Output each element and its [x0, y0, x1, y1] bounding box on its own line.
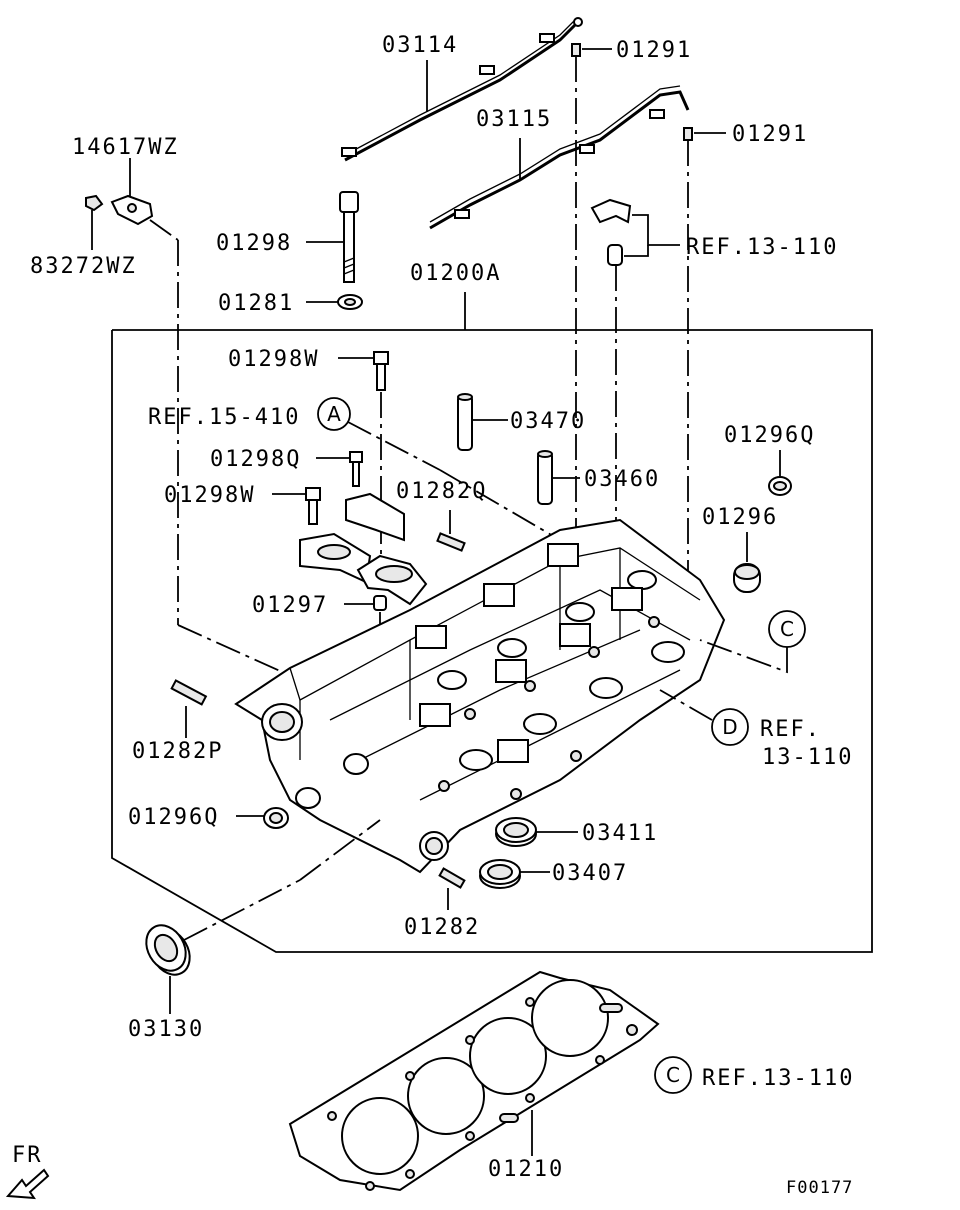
callout-03460: 03460	[584, 467, 660, 492]
sensor-14617wz	[110, 158, 301, 681]
callout-14617wz: 14617WZ	[72, 135, 179, 160]
bolt-01298w-b	[272, 487, 321, 525]
washer-01281	[306, 294, 363, 310]
oil-seal-03130	[145, 819, 381, 1014]
marker-c-bottom-letter: C	[666, 1063, 680, 1087]
bolt-01298w-a	[338, 351, 389, 560]
callout-03130: 03130	[128, 1017, 204, 1042]
marker-d	[659, 689, 749, 746]
stud-01282	[438, 867, 466, 910]
ref-13-110-d-line2: 13-110	[762, 745, 853, 770]
callout-01296q-a: 01296Q	[724, 423, 815, 448]
callout-01281: 01281	[218, 291, 294, 316]
callout-01200a: 01200A	[410, 261, 501, 286]
wiring-harness-03114	[341, 17, 583, 162]
head-gasket-01210	[288, 970, 660, 1192]
callout-03114: 03114	[382, 33, 458, 58]
callout-03470: 03470	[510, 409, 586, 434]
callout-01298q: 01298Q	[210, 447, 301, 472]
bolt-01298q	[316, 451, 363, 487]
callout-01298w-a: 01298W	[228, 347, 319, 372]
callout-01291-b: 01291	[732, 122, 808, 147]
callout-01297: 01297	[252, 593, 328, 618]
plug-01296q-a	[768, 450, 792, 496]
stud-01282p	[170, 679, 208, 738]
pin-03470	[457, 393, 508, 451]
wiring-harness-03115	[429, 85, 690, 230]
callout-03407: 03407	[552, 861, 628, 886]
callout-03115: 03115	[476, 107, 552, 132]
clip-01291-a	[571, 43, 612, 530]
front-arrow-icon	[5, 1168, 50, 1200]
marker-d-letter: D	[722, 715, 737, 739]
seal-03411	[495, 817, 578, 847]
callout-01282q: 01282Q	[396, 479, 487, 504]
plug-01296q-b	[236, 807, 289, 829]
pin-03460	[537, 450, 580, 505]
callout-01298: 01298	[216, 231, 292, 256]
ref-15-410: REF.15-410	[148, 405, 300, 430]
marker-c-bottom	[654, 1056, 692, 1094]
callout-01296q-b: 01296Q	[128, 805, 219, 830]
clip-01291-b	[683, 127, 726, 600]
callout-01282: 01282	[404, 915, 480, 940]
bolt-83272wz	[85, 194, 104, 250]
bolt-01298	[306, 191, 359, 283]
callout-83272wz: 83272WZ	[30, 254, 137, 279]
stud-01282q	[436, 510, 466, 552]
callout-01210: 01210	[488, 1157, 564, 1182]
cylinder-head	[234, 518, 726, 874]
ref-13-110-d-line1: REF.	[760, 717, 821, 742]
ref-13-110-c: REF.13-110	[702, 1066, 854, 1091]
marker-c-right	[699, 610, 806, 674]
marker-c-right-letter: C	[780, 617, 794, 641]
callout-01296: 01296	[702, 505, 778, 530]
front-label: FR	[12, 1143, 43, 1168]
callout-03411: 03411	[582, 821, 658, 846]
marker-a-letter: A	[327, 402, 341, 426]
callout-01298w-b: 01298W	[164, 483, 255, 508]
assembly-frame	[111, 292, 873, 953]
marker-a	[317, 397, 561, 541]
callout-01282p: 01282P	[132, 739, 223, 764]
ref-13-110-top: REF.13-110	[686, 235, 838, 260]
plug-01296	[733, 532, 761, 593]
seal-03407	[479, 859, 550, 889]
callout-01291-a: 01291	[616, 38, 692, 63]
camshaft-bearing-caps	[299, 492, 428, 606]
figure-code: F00177	[786, 1178, 853, 1198]
